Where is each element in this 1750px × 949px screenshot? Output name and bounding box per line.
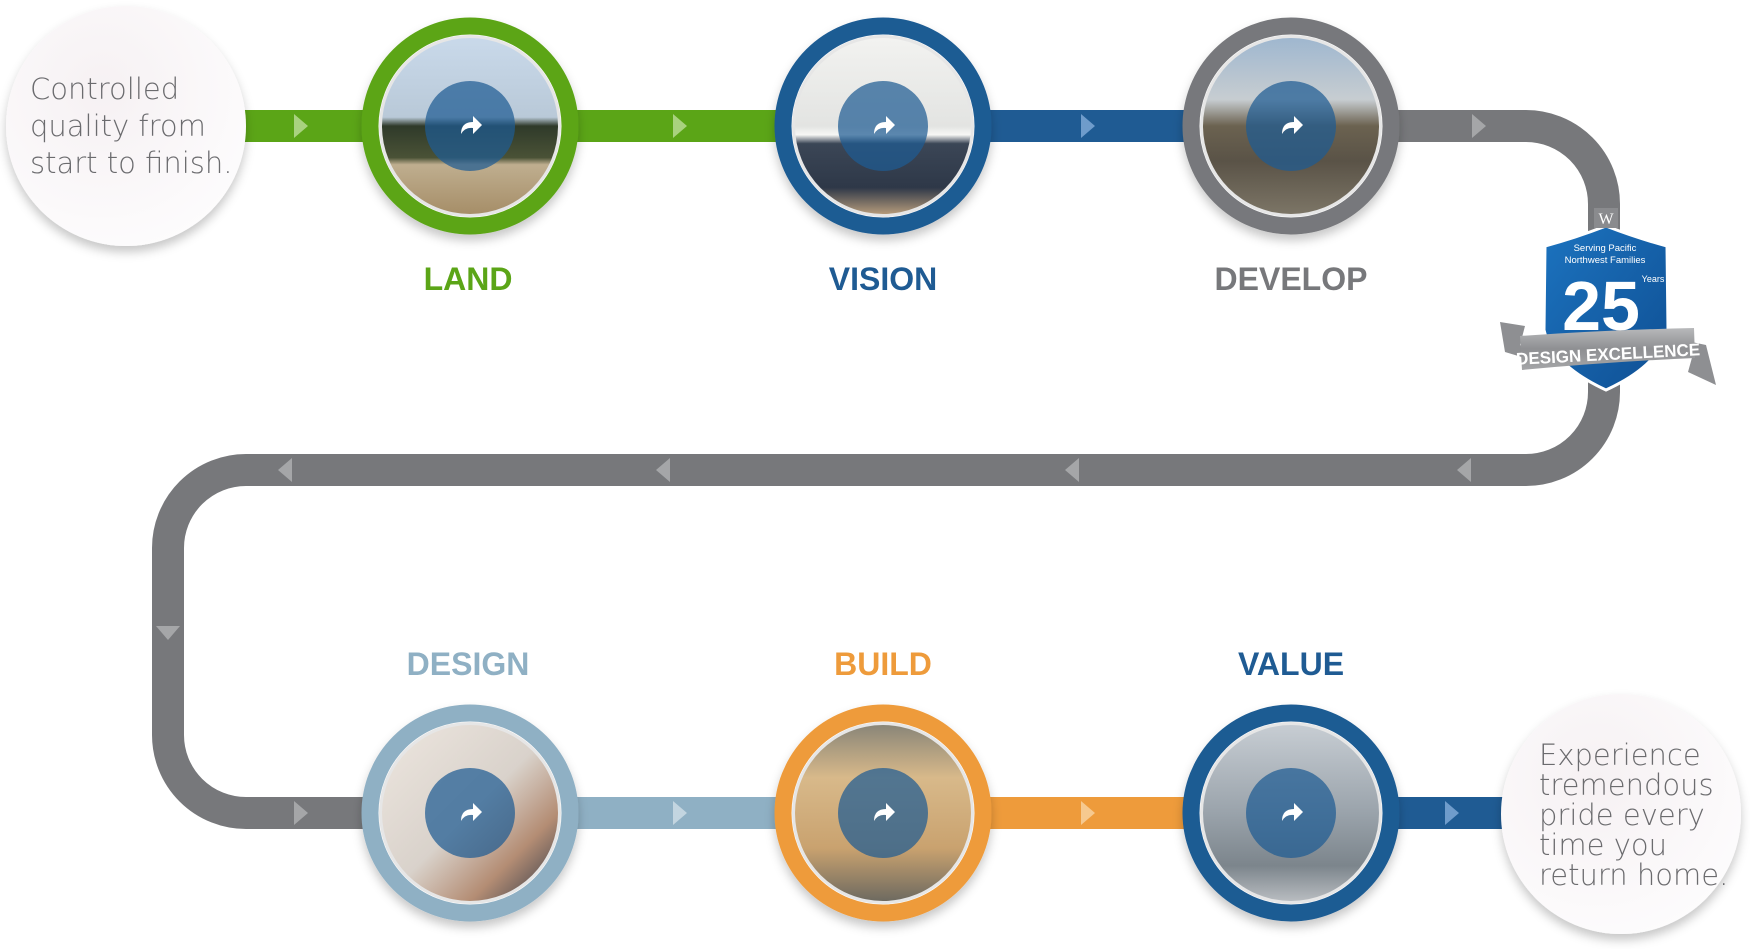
arrow-icon [673,801,687,825]
step-node-develop[interactable] [1182,17,1400,235]
arrow-icon [294,114,308,138]
step-label-land: LAND [424,261,513,297]
track-gray [152,110,1620,829]
badge-unit: Years [1642,274,1665,284]
arrow-icon [656,458,670,482]
badge-logo-tab [1594,208,1618,228]
direction-arrows [156,114,1486,825]
design-excellence-badge: W Serving Pacific Northwest Families 25 … [1500,208,1716,392]
step-label-build: BUILD [834,646,932,682]
intro-line: quality from [30,109,206,143]
step-label-vision: VISION [829,261,937,297]
arrow-icon [1081,114,1095,138]
arrow-icon [1445,801,1459,825]
intro-line: Controlled [30,72,179,106]
arrow-icon [1065,458,1079,482]
outro-line: tremendous [1539,768,1714,802]
arrow-icon [1081,801,1095,825]
step-label-value: VALUE [1238,646,1344,682]
step-node-design[interactable] [361,704,579,922]
step-node-value[interactable] [1182,704,1400,922]
share-arrow-icon [1282,116,1303,134]
share-arrow-icon [874,803,895,821]
step-node-build[interactable] [774,704,992,922]
share-arrow-icon [1282,803,1303,821]
step-node-land[interactable] [361,17,579,235]
share-arrow-icon [461,803,482,821]
outro-line: time you [1539,828,1667,862]
intro-bubble: Controlled quality from start to finish. [6,6,246,246]
outro-line: return home. [1539,858,1728,892]
share-arrow-icon [874,116,895,134]
step-label-design: DESIGN [407,646,530,682]
intro-line: start to finish. [30,146,233,180]
arrow-icon [294,801,308,825]
outro-bubble: Experience tremendous pride every time y… [1501,694,1741,934]
share-arrow-icon [461,116,482,134]
step-node-vision[interactable] [774,17,992,235]
arrow-icon [1472,114,1486,138]
badge-line1: Serving Pacific [1574,243,1637,254]
step-label-develop: DEVELOP [1215,261,1368,297]
arrow-icon [1457,458,1471,482]
outro-line: Experience [1539,738,1701,772]
badge-line2: Northwest Families [1565,255,1646,266]
outro-line: pride every [1539,798,1705,832]
arrow-icon [278,458,292,482]
arrow-icon [156,626,180,640]
badge-logo: W [1598,211,1614,228]
arrow-icon [673,114,687,138]
